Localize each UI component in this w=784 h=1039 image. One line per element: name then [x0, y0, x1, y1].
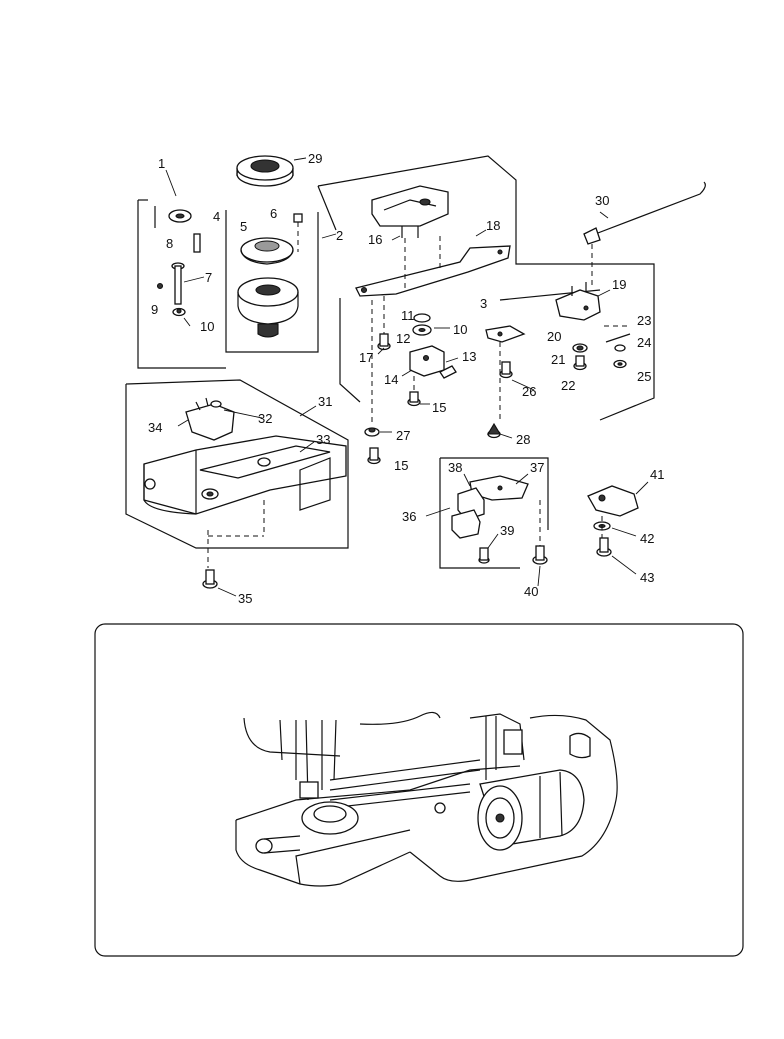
part-label-12: 12 — [396, 331, 410, 346]
part-label-9: 9 — [151, 302, 158, 317]
part-label-10a: 10 — [200, 319, 214, 334]
part-label-35: 35 — [238, 591, 252, 606]
part-label-41: 41 — [650, 467, 664, 482]
part-label-19: 19 — [612, 277, 626, 292]
part-label-15a: 15 — [432, 400, 446, 415]
part-label-26: 26 — [522, 384, 536, 399]
part-label-36: 36 — [402, 509, 416, 524]
part-label-4: 4 — [213, 209, 220, 224]
part-label-11: 11 — [401, 308, 415, 323]
part-number-labels: 1 2 3 4 5 6 7 8 9 10 10 11 12 13 14 15 1… — [148, 151, 664, 606]
part-label-7: 7 — [205, 270, 212, 285]
hook-base-assembly — [355, 185, 526, 465]
part-label-37: 37 — [530, 460, 544, 475]
part-label-29: 29 — [308, 151, 322, 166]
part-label-6: 6 — [270, 206, 277, 221]
part-label-20: 20 — [547, 329, 561, 344]
part-label-27: 27 — [396, 428, 410, 443]
part-label-1: 1 — [158, 156, 165, 171]
presser-assembly — [451, 475, 639, 565]
part-label-22: 22 — [561, 378, 575, 393]
part-label-24: 24 — [637, 335, 651, 350]
machine-overview-illustration — [235, 711, 618, 887]
feed-base-assembly — [143, 397, 347, 589]
part-label-33: 33 — [316, 432, 330, 447]
part-label-8: 8 — [166, 236, 173, 251]
part-label-38: 38 — [448, 460, 462, 475]
overview-frame — [94, 623, 744, 957]
part-label-17: 17 — [359, 350, 373, 365]
part-label-2: 2 — [336, 228, 343, 243]
part-label-39: 39 — [500, 523, 514, 538]
part-label-31: 31 — [318, 394, 332, 409]
part-label-34: 34 — [148, 420, 162, 435]
part-label-14: 14 — [384, 372, 398, 387]
part-label-3: 3 — [480, 296, 487, 311]
part-label-16: 16 — [368, 232, 382, 247]
part-label-13: 13 — [462, 349, 476, 364]
part-label-42: 42 — [640, 531, 654, 546]
part-label-23: 23 — [637, 313, 651, 328]
bobbin-assembly — [154, 206, 303, 338]
part-label-21: 21 — [551, 352, 565, 367]
part-label-30: 30 — [595, 193, 609, 208]
part-label-15b: 15 — [394, 458, 408, 473]
lever-assembly — [555, 181, 706, 371]
part-label-10b: 10 — [453, 322, 467, 337]
part-label-25: 25 — [637, 369, 651, 384]
part-label-28: 28 — [516, 432, 530, 447]
part-label-43: 43 — [640, 570, 654, 585]
group-outlines — [94, 155, 744, 957]
leader-lines — [165, 157, 649, 597]
part-label-40: 40 — [524, 584, 538, 599]
part-label-18: 18 — [486, 218, 500, 233]
part-29-bobbin-ring — [236, 155, 294, 187]
part-label-32: 32 — [258, 411, 272, 426]
part-label-5: 5 — [240, 219, 247, 234]
